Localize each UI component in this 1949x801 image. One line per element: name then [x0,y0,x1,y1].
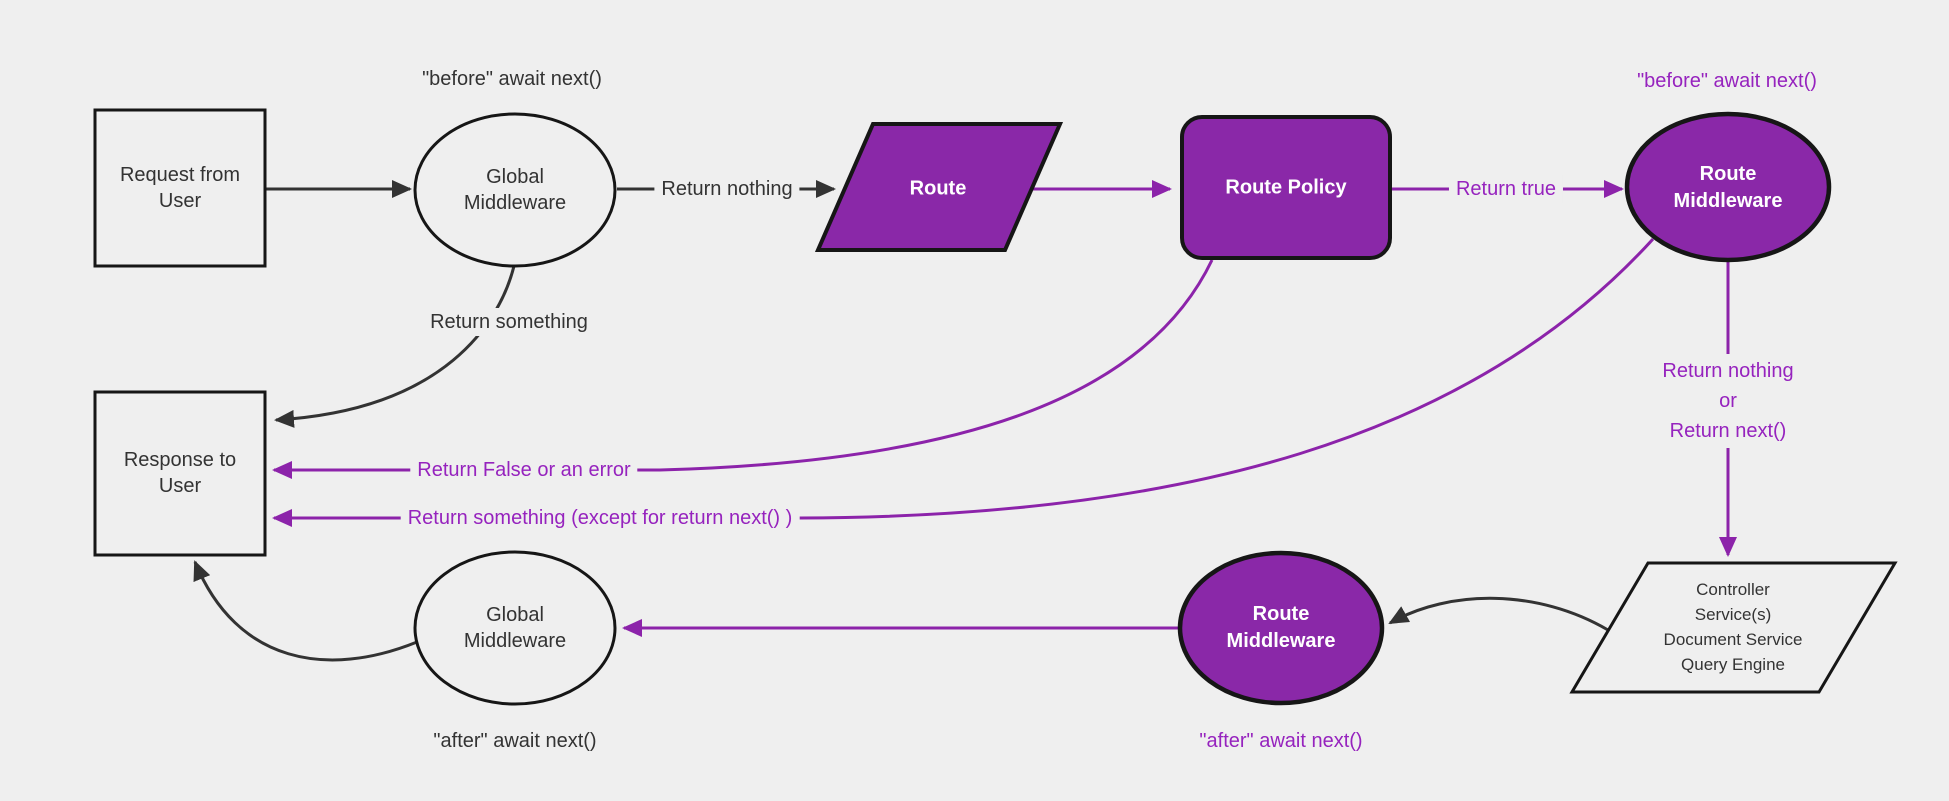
edge-route-policy-return-false-to-response [272,259,1214,479]
global-middleware-bottom-node-shape [413,550,617,706]
edge-label-return-something: Return something [423,308,595,336]
route-middleware-bottom-node-shape [1177,550,1385,706]
edge-label-return-nothing: Return nothing [654,175,800,203]
response-node-shape [93,390,267,557]
edge-global-middleware-after-to-response [193,560,418,662]
edge-label-after-global-middleware: "after" await next() [426,727,604,755]
global-middleware-top-node-shape [413,112,617,268]
controller-node-shape [1569,561,1898,694]
edge-controller-to-route-middleware-after [1388,596,1609,632]
edge-label-return-true: Return true [1448,175,1564,203]
edge-label-return-nothing-or-next: Return nothing or Return next() [1655,354,1801,448]
request-node-shape [93,108,267,268]
route-policy-node-shape [1180,115,1392,260]
edge-label-return-false-or-error: Return False or an error [410,456,638,484]
edge-label-after-route-middleware: "after" await next() [1192,727,1370,755]
edge-label-before-global-middleware: "before" await next() [415,65,609,93]
edge-label-return-something-except: Return something (except for return next… [400,504,800,532]
edge-route-middleware-return-something-to-response [272,237,1655,527]
edge-label-before-route-middleware: "before" await next() [1630,67,1824,95]
route-node-shape [814,122,1064,252]
edge-global-middleware-return-something-to-response [274,265,516,428]
route-middleware-top-node-shape [1624,111,1832,263]
